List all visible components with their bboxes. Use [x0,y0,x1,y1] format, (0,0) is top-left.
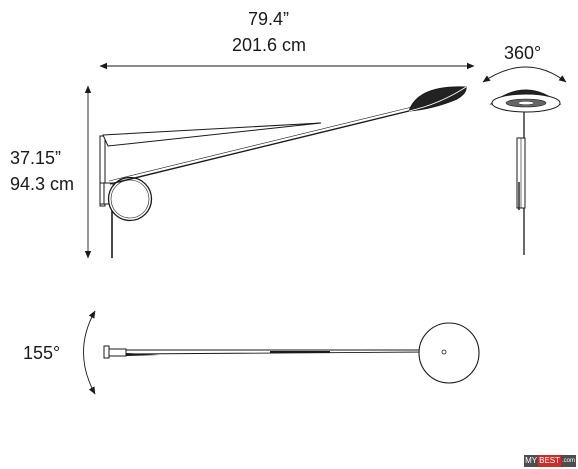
width-cm-label: 201.6 cm [232,35,307,55]
watermark-part-a: MY [524,455,539,467]
swing-angle-label: 155° [23,343,61,363]
rotation-angle-label: 360° [504,43,542,63]
watermark-part-b: BEST [538,455,561,467]
wall-bracket [99,135,106,207]
height-inches-label: 37.15” [10,148,62,168]
height-cm-label: 94.3 cm [10,174,75,194]
lamp-shade-side [408,86,467,112]
shade-plan [418,322,480,384]
watermark-part-c: .com [560,455,576,467]
shade-pivot-dot [441,349,447,355]
site-watermark: MY BEST .com [524,455,576,467]
side-view [84,62,475,259]
counterweight-wheel [107,176,153,222]
swing-arc [83,310,96,395]
wall-plate-top [103,345,110,359]
width-inches-label: 79.4” [248,9,290,29]
main-arm [109,109,414,185]
top-view [83,310,480,395]
rotation-arc [482,66,567,83]
front-view [482,66,567,255]
upper-arm [102,122,322,147]
